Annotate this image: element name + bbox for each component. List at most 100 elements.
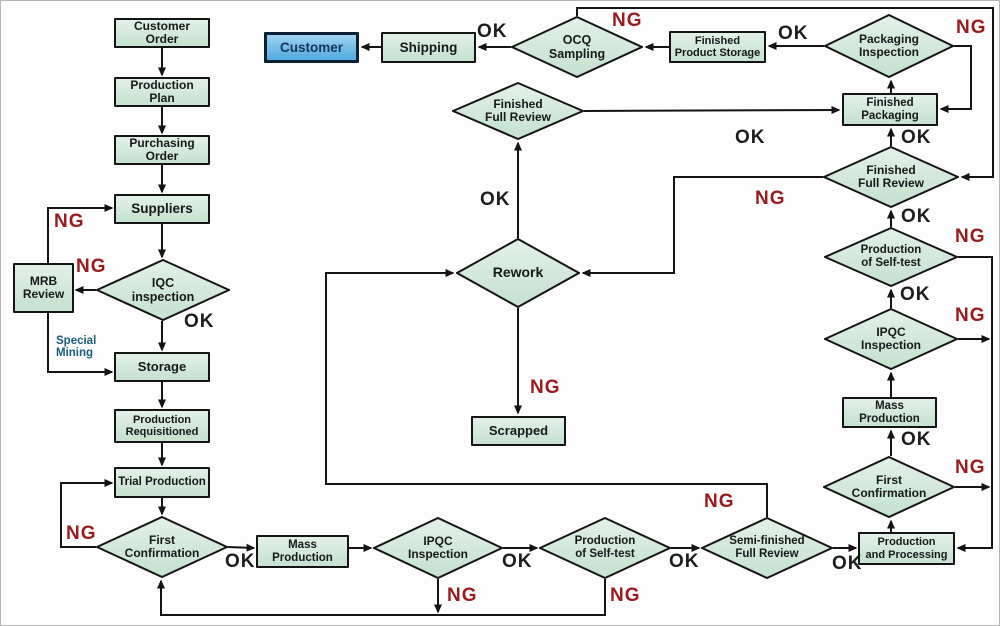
ipqc-inspection-right-label: IPQC Inspection (860, 324, 921, 352)
label-ng-selftest-bottom: NG (610, 585, 641, 606)
scrapped-label: Scrapped (488, 422, 549, 438)
label-ng-ffr-right: NG (755, 188, 786, 209)
node-customer-order: Customer Order (114, 18, 210, 48)
edge-semi-ng-to-rework (325, 269, 768, 517)
label-ng-ocq: NG (612, 10, 643, 31)
iqc-inspection-label: IQC inspection (131, 276, 195, 304)
diamond-shape (701, 517, 833, 579)
trial-production-label: Trial Production (118, 476, 206, 489)
production-and-processing-label: Production and Processing (865, 536, 948, 561)
node-iqc-inspection: IQC inspection (96, 259, 230, 321)
diamond-shape (824, 14, 954, 78)
label-ng-rework: NG (530, 377, 561, 398)
diamond-shape (823, 456, 955, 518)
node-mass-production-right: Mass Production (842, 397, 937, 428)
node-customer: Customer (264, 32, 359, 63)
node-finished-product-storage: Finished Product Storage (669, 31, 766, 63)
diamond-shape (452, 82, 584, 140)
production-requisitioned-label: Production Requisitioned (125, 413, 199, 438)
semi-finished-full-review-label: Semi-finished Full Review (729, 535, 805, 560)
node-production-requisitioned: Production Requisitioned (114, 409, 210, 443)
edge-ffr-right-ng-to-rework (581, 176, 823, 277)
label-ng-first-conf-left: NG (66, 523, 97, 544)
mass-production-right-label: Mass Production (859, 399, 920, 425)
node-production-plan: Production Plan (114, 77, 210, 107)
ocq-sampling-label: OCQ Sampling (548, 33, 606, 61)
label-ok-selftest-right: OK (901, 206, 932, 227)
purchasing-order-label: Purchasing Order (129, 135, 195, 163)
label-ng-iqc-mrb: NG (76, 256, 107, 277)
diamond-shape (511, 16, 643, 78)
diamond-shape (373, 517, 503, 579)
suppliers-label: Suppliers (131, 201, 193, 217)
label-ok-ipqc-bottom: OK (502, 551, 533, 572)
mass-production-bottom-label: Mass Production (272, 538, 333, 564)
edge-right-ng-rail-to-processing (956, 256, 993, 552)
node-finished-packaging: Finished Packaging (842, 93, 938, 126)
production-self-test-right-label: Production of Self-test (860, 244, 922, 269)
node-purchasing-order: Purchasing Order (114, 135, 210, 165)
label-ng-mrb-suppliers: NG (54, 211, 85, 232)
label-ok-first-conf-right: OK (901, 429, 932, 450)
edge-ocq-ng-top-loop (576, 7, 994, 181)
label-ok-selftest-bottom: OK (669, 551, 700, 572)
label-ok-rework: OK (480, 189, 511, 210)
node-semi-finished-full-review: Semi-finished Full Review (701, 517, 833, 579)
production-self-test-bottom-label: Production of Self-test (574, 535, 636, 560)
edge-mrb-special-to-storage (47, 313, 114, 376)
node-ocq-sampling: OCQ Sampling (511, 16, 643, 78)
diamond-shape (96, 516, 228, 578)
finished-product-storage-label: Finished Product Storage (674, 34, 761, 59)
edge-ffr-mid-ok-to-packaging (583, 106, 841, 115)
node-production-self-test-right: Production of Self-test (824, 227, 958, 287)
packaging-inspection-label: Packaging Inspection (858, 31, 920, 59)
node-suppliers: Suppliers (114, 194, 210, 224)
label-ng-packaging: NG (956, 17, 987, 38)
node-storage: Storage (114, 352, 210, 382)
node-production-and-processing: Production and Processing (858, 532, 955, 565)
node-ipqc-inspection-bottom: IPQC Inspection (373, 517, 503, 579)
node-shipping: Shipping (381, 32, 476, 63)
customer-order-label: Customer Order (133, 18, 190, 46)
edge-first-confirmation-ng-to-trial (60, 479, 114, 548)
label-ok-ffr-right: OK (901, 127, 932, 148)
label-ok-ipqc-right: OK (900, 284, 931, 305)
node-first-confirmation-right: First Confirmation (823, 456, 955, 518)
node-rework: Rework (456, 238, 580, 308)
label-ok-packaging-storage: OK (778, 23, 809, 44)
label-ok-semi-finished: OK (832, 553, 863, 574)
node-trial-production: Trial Production (114, 467, 210, 498)
diamond-shape (824, 227, 958, 287)
node-first-confirmation-left: First Confirmation (96, 516, 228, 578)
diamond-shape (824, 308, 958, 370)
production-plan-label: Production Plan (130, 77, 194, 105)
finished-full-review-right-label: Finished Full Review (857, 162, 925, 190)
storage-label: Storage (137, 358, 187, 374)
node-production-self-test-bottom: Production of Self-test (539, 517, 671, 579)
label-ok-first-conf-left: OK (225, 551, 256, 572)
node-finished-full-review-right: Finished Full Review (823, 146, 959, 208)
node-mrb-review: MRB Review (13, 263, 74, 313)
node-ipqc-inspection-right: IPQC Inspection (824, 308, 958, 370)
label-ng-first-conf-right: NG (955, 457, 986, 478)
rework-label: Rework (492, 264, 544, 281)
finished-full-review-mid-label: Finished Full Review (484, 96, 552, 124)
customer-label: Customer (279, 39, 343, 55)
finished-packaging-label: Finished Packaging (861, 96, 919, 122)
ipqc-inspection-bottom-label: IPQC Inspection (407, 533, 468, 561)
label-special-mining: Special Mining (56, 335, 97, 360)
node-mass-production-bottom: Mass Production (256, 535, 349, 568)
label-ng-ipqc-right: NG (955, 305, 986, 326)
label-ok-ffr-mid: OK (735, 127, 766, 148)
label-ng-selftest-right: NG (955, 226, 986, 247)
first-confirmation-right-label: First Confirmation (851, 472, 927, 500)
mrb-review-label: MRB Review (22, 273, 65, 301)
label-ng-ipqc-bottom: NG (447, 585, 478, 606)
diamond-shape (539, 517, 671, 579)
label-ok-iqc-storage: OK (184, 311, 215, 332)
node-scrapped: Scrapped (471, 416, 566, 446)
node-finished-full-review-mid: Finished Full Review (452, 82, 584, 140)
node-packaging-inspection: Packaging Inspection (824, 14, 954, 78)
